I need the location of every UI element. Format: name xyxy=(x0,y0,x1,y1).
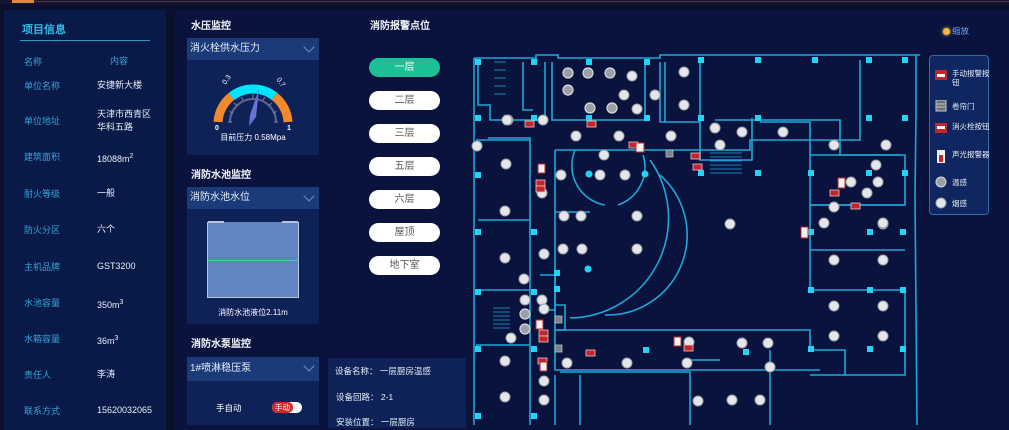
pressure-select[interactable]: 消火栓供水压力 xyxy=(187,38,319,60)
map-legend: 手动报警按钮 卷帘门 消火栓按钮 声光报警器 温感 烟感 xyxy=(929,55,990,215)
legend-label: 手动报警按钮 xyxy=(952,69,990,87)
info-value: GST3200 xyxy=(97,261,136,271)
top-tab-bar xyxy=(0,0,1009,4)
pressure-gauge-card: 0 1 0.3 0.7 目前压力 0.58Mpa xyxy=(187,60,319,155)
manual-alarm-button-icon xyxy=(935,70,947,80)
device-loop-row: 设备回路： 2-1 xyxy=(336,391,393,403)
pump-status-card: 手自动 手动 xyxy=(187,381,319,425)
project-info-panel: 项目信息 名称 内容 单位名称 安捷新大楼 单位地址 天津市西青区华科五路 建筑… xyxy=(4,10,166,430)
active-tab-indicator[interactable] xyxy=(12,0,34,3)
gauge-caption: 目前压力 0.58Mpa xyxy=(220,132,286,142)
device-location-label: 安装位置： xyxy=(336,417,379,427)
info-key: 水池容量 xyxy=(24,298,61,308)
legend-label: 声光报警器 xyxy=(952,150,990,159)
pool-level-tank xyxy=(207,221,299,298)
device-name-value: 一层厨房温感 xyxy=(379,366,431,376)
info-key: 主机品牌 xyxy=(24,262,61,272)
value-column-header: 内容 xyxy=(110,56,129,66)
water-pressure-title: 水压监控 xyxy=(191,21,231,32)
title-divider xyxy=(20,40,150,41)
legend-label: 卷帘门 xyxy=(952,102,975,111)
unit-exp: 3 xyxy=(119,299,124,306)
device-loop-label: 设备回路： xyxy=(336,392,379,402)
area-value: 18088m xyxy=(97,154,130,164)
info-key: 联系方式 xyxy=(24,406,61,416)
tab-bar-rule xyxy=(34,1,1009,2)
info-value: 李涛 xyxy=(97,369,116,379)
info-key: 防火分区 xyxy=(24,225,61,235)
manual-auto-toggle[interactable]: 手动 xyxy=(272,402,302,413)
info-key: 责任人 xyxy=(24,370,52,380)
zoom-label: 缩放 xyxy=(952,26,970,36)
pump-select-value: 1#喷淋稳压泵 xyxy=(190,363,252,374)
zoom-dot-icon xyxy=(943,28,950,36)
floor-button-roof[interactable]: 屋顶 xyxy=(369,223,440,242)
device-loop-value: 2-1 xyxy=(380,392,394,402)
alarm-points-title: 消防报警点位 xyxy=(370,21,430,32)
pump-select[interactable]: 1#喷淋稳压泵 xyxy=(187,357,319,381)
floor-button-6f[interactable]: 六层 xyxy=(369,190,440,209)
pool-level-card: 消防水池液位2.11m xyxy=(187,209,319,324)
info-value: 一般 xyxy=(97,188,116,198)
device-location-row: 安装位置： 一层厨房 xyxy=(336,416,415,428)
unit-exp: 3 xyxy=(114,335,119,342)
device-name-row: 设备名称： 一层厨房温感 xyxy=(335,365,431,377)
info-value: 安捷新大楼 xyxy=(97,80,143,90)
info-key: 建筑面积 xyxy=(24,152,61,162)
pool-select[interactable]: 消防水池水位 xyxy=(187,187,319,209)
project-info-title: 项目信息 xyxy=(22,24,66,36)
water-level-line xyxy=(208,260,298,261)
info-value: 36m3 xyxy=(97,332,118,348)
info-key: 单位名称 xyxy=(24,81,61,91)
pool-capacity: 350m xyxy=(97,300,120,310)
mode-label: 手自动 xyxy=(216,403,242,413)
address-line-2: 华科五路 xyxy=(97,122,134,132)
fire-pool-title: 消防水池监控 xyxy=(191,170,251,181)
device-info-box: 设备名称： 一层厨房温感 设备回路： 2-1 安装位置： 一层厨房 xyxy=(328,358,466,428)
toggle-state: 手动 xyxy=(272,402,293,413)
floor-button-5f[interactable]: 五层 xyxy=(369,157,440,176)
legend-label: 消火栓按钮 xyxy=(952,122,990,131)
area-unit-exp: 2 xyxy=(129,153,134,160)
floor-button-2f[interactable]: 二层 xyxy=(369,91,440,110)
floor-button-basement[interactable]: 地下室 xyxy=(369,256,440,275)
pressure-select-value: 消火栓供水压力 xyxy=(190,43,260,54)
info-value: 天津市西青区华科五路 xyxy=(97,108,151,134)
floor-button-1f[interactable]: 一层 xyxy=(369,58,440,77)
hydrant-button-icon xyxy=(935,123,947,133)
device-location-value: 一层厨房 xyxy=(380,417,415,427)
sound-light-alarm-icon xyxy=(937,150,945,163)
fire-pump-title: 消防水泵监控 xyxy=(191,339,251,350)
info-value: 350m3 xyxy=(97,296,123,312)
rolling-shutter-icon xyxy=(935,100,947,112)
info-key: 水箱容量 xyxy=(24,334,61,344)
smoke-detector-icon xyxy=(935,197,947,209)
heat-detector-icon xyxy=(935,176,947,188)
zoom-toggle[interactable]: 缩放 xyxy=(943,25,969,37)
legend-label: 烟感 xyxy=(952,199,967,208)
gauge-high-threshold: 0.7 xyxy=(275,77,286,89)
chevron-down-icon xyxy=(303,190,315,202)
tank-capacity: 36m xyxy=(97,336,115,346)
info-value: 六个 xyxy=(97,224,116,234)
chevron-down-icon xyxy=(303,360,315,372)
device-name-label: 设备名称： xyxy=(335,366,378,376)
info-value: 15620032065 xyxy=(97,405,153,415)
gauge-low-threshold: 0.3 xyxy=(221,74,232,86)
info-value: 18088m2 xyxy=(97,150,133,166)
address-line-1: 天津市西青区 xyxy=(97,109,152,119)
name-column-header: 名称 xyxy=(24,57,43,67)
pool-select-value: 消防水池水位 xyxy=(190,192,250,203)
chevron-down-icon xyxy=(303,41,315,53)
gauge-max-label: 1 xyxy=(287,125,291,132)
info-key: 单位地址 xyxy=(24,116,61,126)
floor-button-3f[interactable]: 三层 xyxy=(369,124,440,143)
gauge-min-label: 0 xyxy=(215,125,219,132)
pool-level-caption: 消防水池液位2.11m xyxy=(218,308,288,317)
legend-label: 温感 xyxy=(952,178,967,187)
pressure-gauge: 0 1 0.3 0.7 目前压力 0.58Mpa xyxy=(213,74,293,142)
info-key: 耐火等级 xyxy=(24,189,61,199)
floor-plan-map[interactable] xyxy=(470,42,920,425)
